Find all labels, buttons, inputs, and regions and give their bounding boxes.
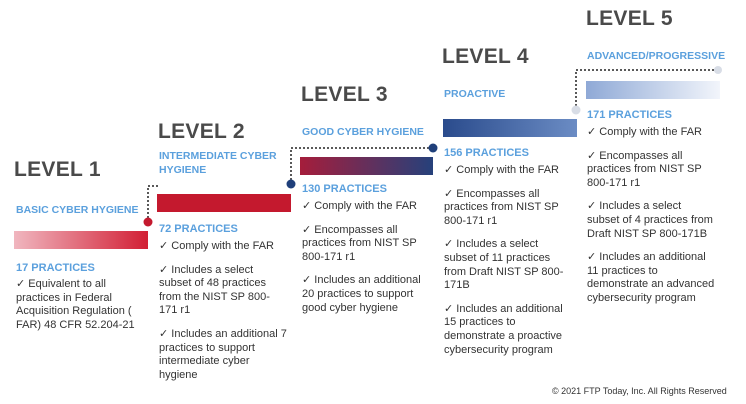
practice-item: ✓ Encompasses all practices from NIST SP… xyxy=(587,149,702,189)
connector-1-2 xyxy=(147,185,158,222)
connector-dot-5 xyxy=(714,66,722,74)
level-2-items: ✓ Comply with the FAR ✓ Includes a select… xyxy=(159,240,287,392)
level-5-title: LEVEL 5 xyxy=(586,7,673,30)
practice-item: ✓ Comply with the FAR xyxy=(302,200,417,212)
level-4-title: LEVEL 4 xyxy=(442,45,529,68)
connector-dot-3 xyxy=(428,143,438,153)
level-3-title: LEVEL 3 xyxy=(301,83,388,106)
level-4-bar xyxy=(443,119,577,137)
level-5-items: ✓ Comply with the FAR ✓ Encompasses all p… xyxy=(587,126,715,316)
practice-item: ✓ Comply with the FAR xyxy=(587,126,702,138)
level-4-subtitle: PROACTIVE xyxy=(444,88,506,100)
level-5-bar xyxy=(586,81,720,99)
practice-item: ✓ Includes a select subset of 4 practice… xyxy=(587,200,713,240)
practice-item: ✓ Equivalent to all practices in Federal… xyxy=(16,278,135,331)
level-2-bar xyxy=(157,194,291,212)
level-1-bar xyxy=(14,231,148,249)
practice-item: ✓ Comply with the FAR xyxy=(444,164,559,176)
level-3-items: ✓ Comply with the FAR ✓ Encompasses all p… xyxy=(302,200,430,325)
level-4-items: ✓ Comply with the FAR ✓ Encompasses all p… xyxy=(444,164,572,367)
connector-dot-1 xyxy=(143,217,153,227)
level-5-subtitle: ADVANCED/PROGRESSIVE xyxy=(587,50,726,62)
connector-dot-4 xyxy=(571,105,581,115)
connector-4-5 xyxy=(575,69,720,110)
level-5-practices: 171 PRACTICES xyxy=(587,109,672,121)
practice-item: ✓ Comply with the FAR xyxy=(159,240,274,252)
practice-item: ✓ Includes an additional 15 practices to… xyxy=(444,302,563,356)
level-4-practices: 156 PRACTICES xyxy=(444,147,529,159)
level-3-subtitle: GOOD CYBER HYGIENE xyxy=(302,126,424,138)
level-2-subtitle: INTERMEDIATE CYBER HYGIENE xyxy=(159,150,277,176)
level-2-practices: 72 PRACTICES xyxy=(159,223,238,235)
practice-item: ✓ Includes a select subset of 48 practic… xyxy=(159,263,270,317)
practice-item: ✓ Includes an additional 20 practices to… xyxy=(302,274,421,314)
level-2-title: LEVEL 2 xyxy=(158,120,245,143)
level-1-items: ✓ Equivalent to all practices in Federal… xyxy=(16,278,144,342)
connector-dot-2 xyxy=(286,179,296,189)
practice-item: ✓ Includes an additional 11 practices to… xyxy=(587,251,715,304)
practice-item: ✓ Includes an additional 7 practices to … xyxy=(159,327,287,381)
practice-item: ✓ Encompasses all practices from NIST SP… xyxy=(302,223,417,263)
level-1-title: LEVEL 1 xyxy=(14,158,101,181)
practice-item: ✓ Includes a select subset of 11 practic… xyxy=(444,238,564,292)
level-1-subtitle: BASIC CYBER HYGIENE xyxy=(16,204,139,216)
practice-item: ✓ Encompasses all practices from NIST SP… xyxy=(444,187,559,227)
level-1-practices: 17 PRACTICES xyxy=(16,262,95,274)
level-3-bar xyxy=(300,157,433,175)
copyright-notice: © 2021 FTP Today, Inc. All Rights Reserv… xyxy=(552,386,727,396)
connector-2-3 xyxy=(290,147,432,184)
level-3-practices: 130 PRACTICES xyxy=(302,183,387,195)
